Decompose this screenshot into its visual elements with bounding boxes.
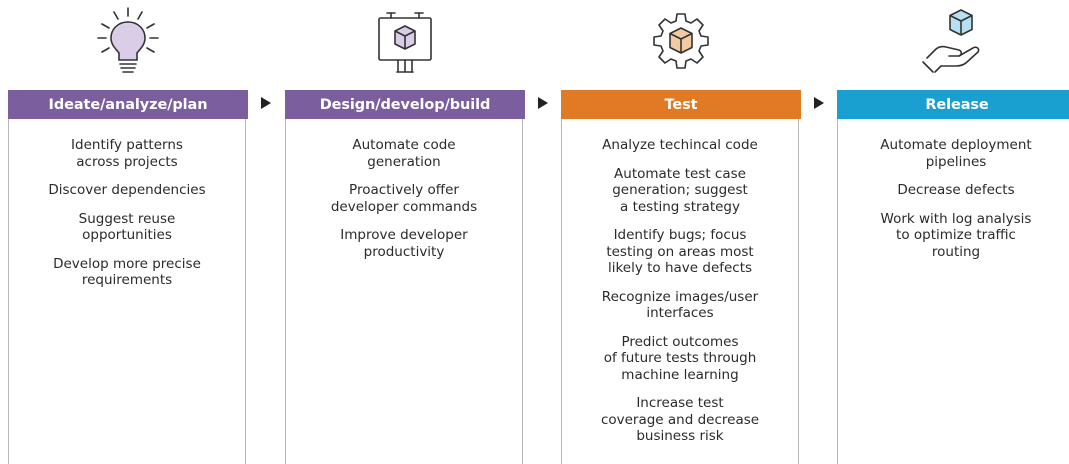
list-item: Identify patterns across projects [71,137,183,170]
stage-header-test: Test [561,90,801,119]
list-item: Recognize images/user interfaces [601,288,759,322]
stage-icon-wrap [285,6,525,82]
list-item: Suggest reuse opportunities [78,210,176,244]
whiteboard-cube-icon [378,12,432,73]
list-item: Proactively offer developer commands [330,182,478,215]
stage-body: Automate code generation Proactively off… [285,119,523,464]
stage-ideate: Ideate/analyze/plan Identify patterns ac… [8,0,248,464]
stage-items: Identify patterns across projects Discov… [9,137,245,289]
stage-header-ideate: Ideate/analyze/plan [8,90,248,119]
lightbulb-icon [97,7,159,73]
list-item: Identify bugs; focus testing on areas mo… [606,227,754,276]
stage-test: Test Analyze techincal code Automate tes… [561,0,801,464]
list-item: Develop more precise requirements [53,255,201,289]
hand-cube-icon [922,9,980,73]
gear-cube-icon [653,13,709,69]
flow-arrow-icon [814,97,824,109]
list-item: Analyze techincal code [602,137,758,153]
list-item: Discover dependencies [48,182,206,198]
list-item: Automate test case generation; suggest a… [612,165,748,215]
list-item: Predict outcomes of future tests through… [603,333,757,383]
stage-design: Design/develop/build Automate code gener… [285,0,525,464]
flow-arrow-icon [261,97,271,109]
stage-body: Analyze techincal code Automate test cas… [561,119,799,464]
list-item: Increase test coverage and decrease busi… [600,395,760,444]
stage-items: Automate code generation Proactively off… [286,137,522,260]
stage-icon-wrap [8,6,248,82]
list-item: Work with log analysis to optimize traff… [880,210,1032,260]
flow-arrow-icon [538,97,548,109]
list-item: Improve developer productivity [340,227,468,260]
stage-icon-wrap [837,6,1069,82]
stage-items: Automate deployment pipelines Decrease d… [838,137,1069,260]
stage-release: Release Automate deployment pipelines De… [837,0,1069,464]
stage-body: Identify patterns across projects Discov… [8,119,246,464]
list-item: Automate code generation [352,137,456,170]
stage-icon-wrap [561,6,801,82]
list-item: Decrease defects [897,182,1015,198]
stage-body: Automate deployment pipelines Decrease d… [837,119,1069,464]
stage-header-release: Release [837,90,1069,119]
stage-items: Analyze techincal code Automate test cas… [562,137,798,445]
list-item: Automate deployment pipelines [880,137,1032,170]
stage-header-design: Design/develop/build [285,90,525,119]
